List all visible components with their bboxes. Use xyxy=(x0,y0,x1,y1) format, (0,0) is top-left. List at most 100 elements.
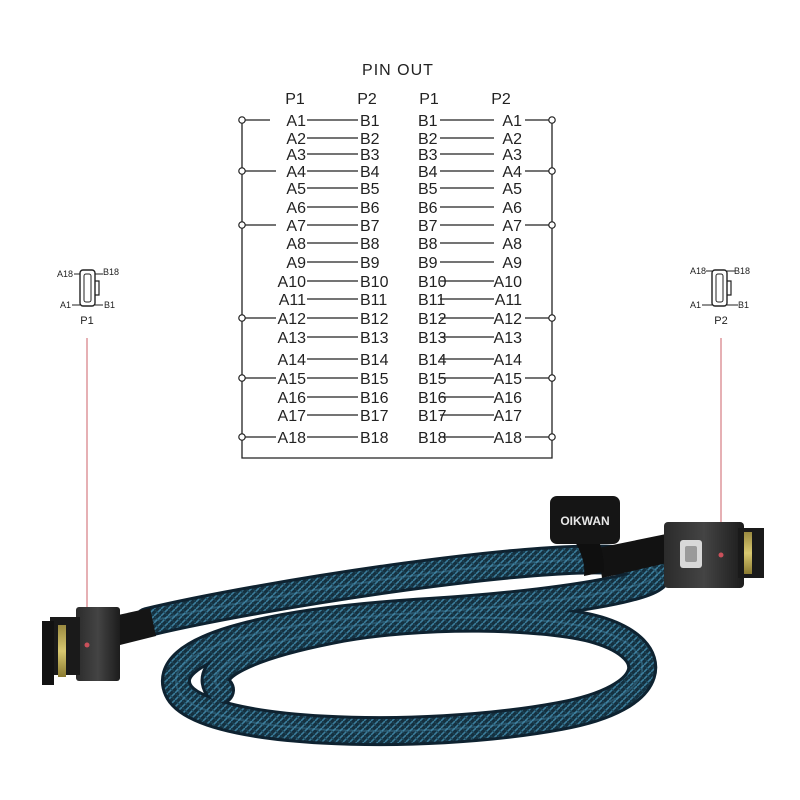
pin-right-b: B17 xyxy=(418,408,447,425)
pin-left-a: A15 xyxy=(278,371,307,388)
connector-p2-pin-b1: B1 xyxy=(738,300,749,310)
pin-row: A5 B5 xyxy=(286,181,379,198)
pin-row: B2 A2 xyxy=(418,131,522,148)
pin-left-b: B1 xyxy=(360,113,380,130)
pin-left-a: A16 xyxy=(278,390,307,407)
pin-left-a: A9 xyxy=(286,255,306,272)
connector-p2-body xyxy=(711,269,728,307)
connector-p2-diagram: A18 B18 A1 B1 P2 xyxy=(690,266,750,327)
pin-right-a: A14 xyxy=(494,352,523,369)
pin-right-b: B5 xyxy=(418,181,438,198)
pin-left-a: A1 xyxy=(286,113,306,130)
connector-p2-slot xyxy=(715,273,724,303)
pin-left-a: A4 xyxy=(286,164,306,181)
pin-left-a: A14 xyxy=(278,352,307,369)
ground-node-left xyxy=(238,221,246,229)
pin-right-b: B13 xyxy=(418,330,447,347)
plug-p1 xyxy=(42,607,156,685)
connector-p2-latch xyxy=(727,280,732,296)
pin-right-a: A3 xyxy=(502,147,522,164)
pin-left-a: A2 xyxy=(286,131,306,148)
pin-row: A16 B16 xyxy=(278,390,389,407)
connector-p1-pin-a1: A1 xyxy=(60,300,71,310)
pin-right-b: B11 xyxy=(418,292,445,309)
connector-p2-pin-b18: B18 xyxy=(734,266,750,276)
pin-left-a: A18 xyxy=(278,430,307,447)
pin-right-a: A7 xyxy=(502,218,522,235)
pin-right-b: B2 xyxy=(418,131,438,148)
pin-row: B7 A7 xyxy=(418,218,522,235)
connector-p1-body xyxy=(79,269,96,307)
ground-bus xyxy=(238,116,556,459)
pin-right-b: B4 xyxy=(418,164,438,181)
pin-right-a: A11 xyxy=(495,292,522,309)
pin-left-a: A5 xyxy=(286,181,306,198)
plug-p2 xyxy=(598,522,764,588)
pin-right-b: B7 xyxy=(418,218,438,235)
pin-row: A12 B12 xyxy=(278,311,389,328)
pin-left-b: B8 xyxy=(360,236,380,253)
pin-right-a: A5 xyxy=(502,181,522,198)
header-p1-right: P1 xyxy=(419,91,439,108)
pin-row: A1 B1 xyxy=(286,113,379,130)
pin-left-b: B16 xyxy=(360,390,389,407)
pin-left-a: A12 xyxy=(278,311,307,328)
pin-right-a: A6 xyxy=(502,200,522,217)
connector-p2-pin-a18: A18 xyxy=(690,266,706,276)
ground-node-right xyxy=(548,116,556,124)
ground-node-right xyxy=(548,314,556,322)
pin-right-b: B16 xyxy=(418,390,447,407)
pin-right-a: A4 xyxy=(502,164,522,181)
ground-node-right xyxy=(548,433,556,441)
pin-right-a: A13 xyxy=(494,330,523,347)
pin-left-b: B6 xyxy=(360,200,380,217)
column-headers: P1 P2 P1 P2 xyxy=(285,91,511,108)
pin-row: B4 A4 xyxy=(418,164,522,181)
connector-p1-latch xyxy=(95,280,100,296)
pin-row: B16 A16 xyxy=(418,390,522,407)
connector-p2-label: P2 xyxy=(714,315,727,327)
pin-right-b: B18 xyxy=(418,430,447,447)
pin-right-b: B14 xyxy=(418,352,447,369)
pin-right-a: A17 xyxy=(494,408,523,425)
pin-left-a: A13 xyxy=(278,330,307,347)
pin-left-b: B17 xyxy=(360,408,389,425)
pin-right-a: A2 xyxy=(502,131,522,148)
ground-node-left xyxy=(238,167,246,175)
ground-bus-frame xyxy=(241,120,553,459)
pin-left-b: B12 xyxy=(360,311,389,328)
pin-left-b: B18 xyxy=(360,430,389,447)
ground-node-right xyxy=(548,221,556,229)
pin-left-b: B14 xyxy=(360,352,389,369)
pin-right-a: A16 xyxy=(494,390,523,407)
connector-p1-slot xyxy=(83,273,92,303)
connector-p1-label: P1 xyxy=(80,315,93,327)
connector-p1-diagram: A18 B18 A1 B1 P1 xyxy=(57,267,119,327)
pin-left-b: B9 xyxy=(360,255,380,272)
pin-right-b: B10 xyxy=(418,274,447,291)
pin-left-a: A10 xyxy=(278,274,307,291)
pin-left-b: B10 xyxy=(360,274,389,291)
pin-left-b: B7 xyxy=(360,218,380,235)
pin-row: A10 B10 xyxy=(278,274,389,291)
pin-row: B17 A17 xyxy=(418,408,522,425)
brand-label: OIKWAN xyxy=(560,514,609,528)
braided-sleeve xyxy=(133,544,672,747)
pin-row: B13 A13 xyxy=(418,330,522,347)
pin-right-b: B9 xyxy=(418,255,438,272)
pin-left-b: B5 xyxy=(360,181,380,198)
